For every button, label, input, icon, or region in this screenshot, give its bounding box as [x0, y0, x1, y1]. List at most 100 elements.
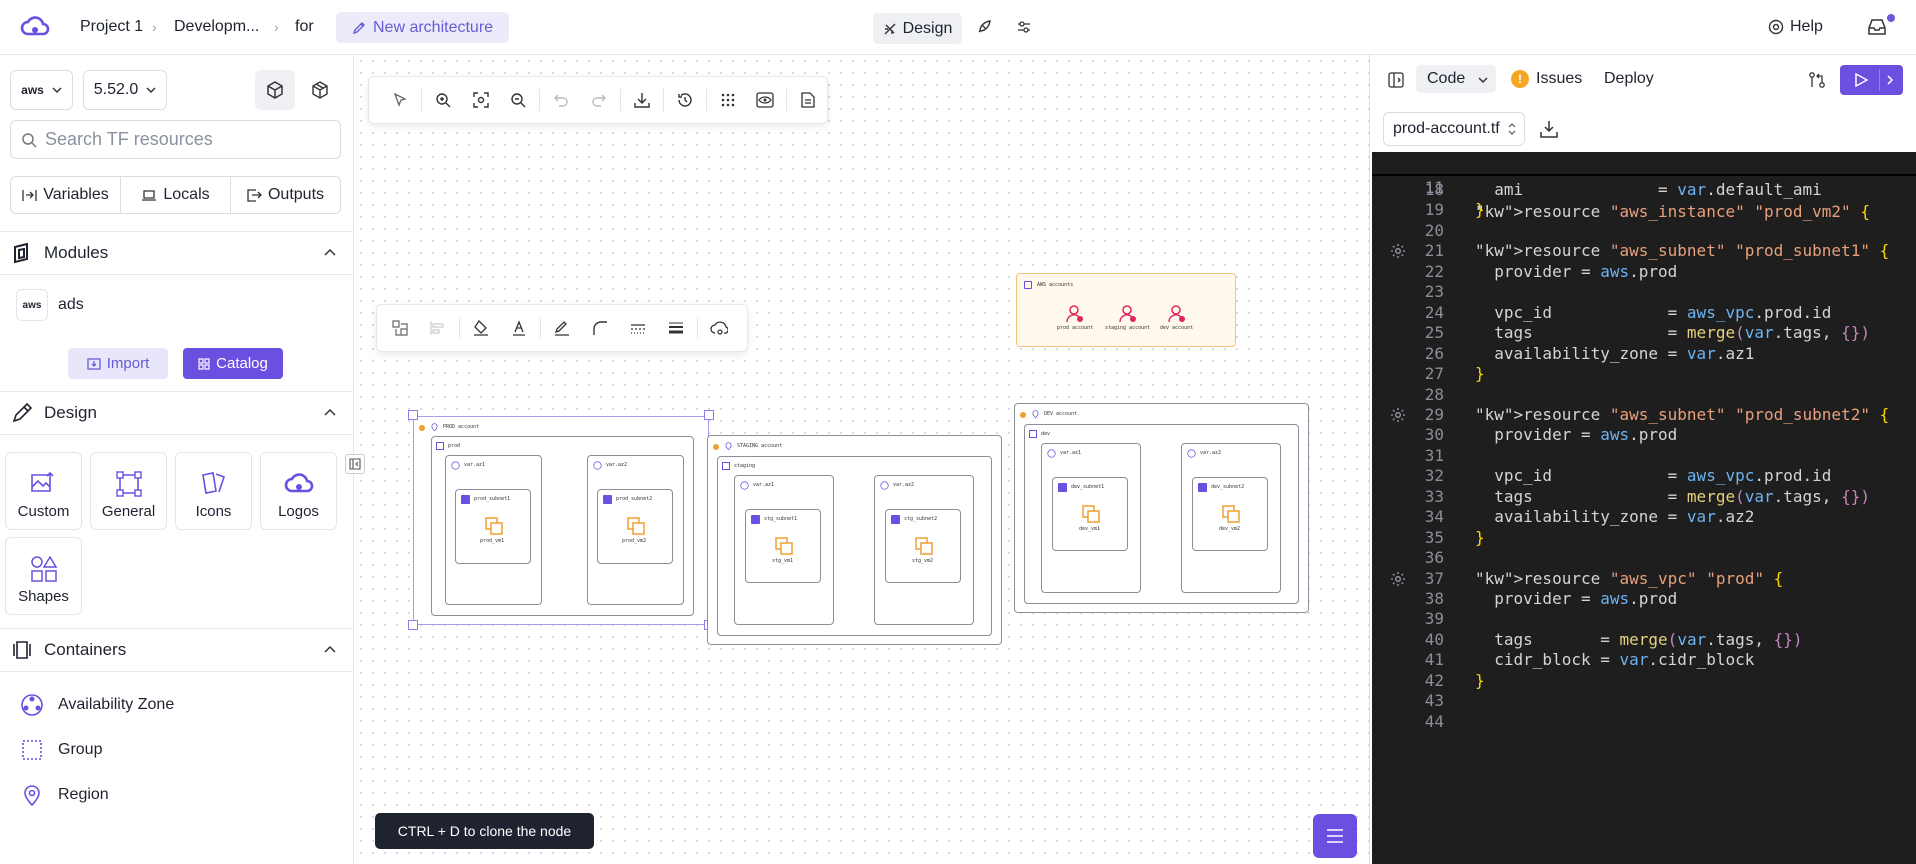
- fit-view-icon[interactable]: [462, 76, 500, 124]
- import-button[interactable]: Import: [68, 348, 168, 379]
- chevron-up-icon[interactable]: [324, 248, 336, 256]
- module-item[interactable]: aws ads: [16, 289, 84, 321]
- code-line[interactable]: 24 vpc_id = aws_vpc.prod.id: [1372, 301, 1916, 325]
- availability-zone-container[interactable]: var.az1 stg_subnet1 stg_vm1: [734, 475, 834, 625]
- breadcrumb-project[interactable]: Project 1: [80, 18, 144, 35]
- design-tile-logos[interactable]: Logos: [260, 452, 337, 530]
- code-line[interactable]: 36: [1372, 546, 1916, 570]
- download-icon[interactable]: [1540, 120, 1558, 138]
- corner-radius-icon[interactable]: [581, 304, 619, 352]
- code-line[interactable]: 44: [1372, 710, 1916, 734]
- modules-section-header[interactable]: Modules: [0, 231, 354, 275]
- resize-handle[interactable]: [408, 620, 418, 630]
- download-icon[interactable]: [623, 76, 661, 124]
- code-line[interactable]: 22 provider = aws.prod: [1372, 260, 1916, 284]
- code-editor[interactable]: 11 "kw">resource "aws_instance" "prod_vm…: [1372, 152, 1916, 864]
- ec2-instance-icon[interactable]: [1221, 504, 1241, 524]
- provider-select[interactable]: aws: [10, 70, 73, 110]
- subnet-container[interactable]: dev_subnet1 dev_vm1: [1052, 477, 1128, 551]
- availability-zone-container[interactable]: var.az1 dev_subnet1 dev_vm1: [1041, 443, 1141, 593]
- code-line[interactable]: 32 vpc_id = aws_vpc.prod.id: [1372, 464, 1916, 488]
- account-node[interactable]: staging account: [1105, 304, 1150, 332]
- git-compare-icon[interactable]: [1808, 71, 1826, 89]
- catalog-button[interactable]: Catalog: [183, 348, 283, 379]
- help-button[interactable]: Help: [1768, 18, 1823, 36]
- version-select[interactable]: 5.52.0: [83, 70, 167, 110]
- aws-accounts-container[interactable]: AWS accounts prod account staging accoun…: [1016, 273, 1236, 347]
- code-line[interactable]: 39: [1372, 607, 1916, 631]
- code-line[interactable]: 27}: [1372, 362, 1916, 386]
- availability-zone-container[interactable]: var.az1 prod_subnet1 prod_vm1: [445, 455, 542, 605]
- code-line[interactable]: 42}: [1372, 669, 1916, 693]
- code-line[interactable]: 23: [1372, 280, 1916, 304]
- ec2-instance-icon[interactable]: [626, 516, 646, 536]
- border-style-icon[interactable]: [619, 304, 657, 352]
- availability-zone-container[interactable]: var.az2 stg_subnet2 stg_vm2: [874, 475, 974, 625]
- group-container[interactable]: dev var.az1 dev_subnet1 dev_vm1 var.az2 …: [1024, 424, 1299, 604]
- gear-icon[interactable]: [1390, 407, 1406, 423]
- tab-locals[interactable]: Locals: [121, 177, 231, 213]
- breadcrumb-folder[interactable]: for: [295, 18, 314, 35]
- tab-variables[interactable]: Variables: [11, 177, 121, 213]
- code-line[interactable]: 34 availability_zone = var.az2: [1372, 505, 1916, 529]
- document-icon[interactable]: [789, 76, 827, 124]
- cube-icon[interactable]: [255, 70, 295, 110]
- issues-tab[interactable]: ! Issues: [1511, 65, 1582, 93]
- cube-outline-icon[interactable]: [300, 70, 340, 110]
- ec2-instance-icon[interactable]: [1081, 504, 1101, 524]
- design-tile-general[interactable]: General: [90, 452, 167, 530]
- subnet-container[interactable]: stg_subnet2 stg_vm2: [885, 509, 961, 583]
- diagram-canvas[interactable]: [355, 55, 1369, 864]
- code-line[interactable]: 35}: [1372, 526, 1916, 550]
- code-tab[interactable]: Code: [1416, 65, 1496, 93]
- container-item-region[interactable]: Region: [20, 783, 109, 807]
- panel-toggle-icon[interactable]: [1388, 72, 1404, 88]
- inbox-icon[interactable]: [1866, 16, 1888, 38]
- group-container[interactable]: prod var.az1 prod_subnet1 prod_vm1 var.a…: [431, 436, 694, 616]
- gear-icon[interactable]: [1390, 571, 1406, 587]
- code-line[interactable]: 20: [1372, 219, 1916, 243]
- availability-zone-container[interactable]: var.az2 prod_subnet2 prod_vm2: [587, 455, 684, 605]
- code-line[interactable]: 25 tags = merge(var.tags, {}): [1372, 321, 1916, 345]
- code-line[interactable]: 38 provider = aws.prod: [1372, 587, 1916, 611]
- code-line[interactable]: 31: [1372, 444, 1916, 468]
- gear-icon[interactable]: [1390, 243, 1406, 259]
- architecture-name-button[interactable]: New architecture: [336, 12, 509, 43]
- code-line[interactable]: 18 ami = var.default_ami: [1372, 178, 1916, 202]
- redo-icon[interactable]: [580, 76, 618, 124]
- preview-eye-icon[interactable]: [746, 76, 784, 124]
- zoom-in-icon[interactable]: [424, 76, 462, 124]
- collapse-sidebar-icon[interactable]: [345, 454, 365, 474]
- design-tile-custom[interactable]: Custom: [5, 452, 82, 530]
- design-tile-icons[interactable]: Icons: [175, 452, 252, 530]
- resize-handle[interactable]: [704, 410, 714, 420]
- design-tab[interactable]: Design: [873, 13, 962, 44]
- subnet-container[interactable]: stg_subnet1 stg_vm1: [745, 509, 821, 583]
- rocket-icon[interactable]: [976, 19, 992, 35]
- chevron-down-icon[interactable]: [1478, 76, 1488, 84]
- code-line[interactable]: 28: [1372, 383, 1916, 407]
- ec2-instance-icon[interactable]: [484, 516, 504, 536]
- code-line[interactable]: 26 availability_zone = var.az1: [1372, 342, 1916, 366]
- select-pointer-icon[interactable]: [381, 76, 419, 124]
- container-item-group[interactable]: Group: [20, 738, 102, 762]
- prod-account-container[interactable]: PROD account prod var.az1 prod_subnet1 p…: [413, 416, 709, 625]
- chevron-up-icon[interactable]: [324, 408, 336, 416]
- code-line[interactable]: 43: [1372, 689, 1916, 713]
- cloud-logo-icon[interactable]: [20, 14, 50, 40]
- code-line[interactable]: 40 tags = merge(var.tags, {}): [1372, 628, 1916, 652]
- code-line[interactable]: 41 cidr_block = var.cidr_block: [1372, 648, 1916, 672]
- subnet-container[interactable]: prod_subnet1 prod_vm1: [455, 489, 531, 564]
- run-button[interactable]: [1840, 65, 1903, 95]
- code-line[interactable]: 21"kw">resource "aws_subnet" "prod_subne…: [1372, 239, 1916, 263]
- border-width-icon[interactable]: [657, 304, 695, 352]
- subnet-container[interactable]: prod_subnet2 prod_vm2: [597, 489, 673, 564]
- code-line[interactable]: 30 provider = aws.prod: [1372, 423, 1916, 447]
- search-input[interactable]: Search TF resources: [10, 120, 341, 159]
- zoom-out-icon[interactable]: [499, 76, 537, 124]
- border-color-icon[interactable]: [543, 304, 581, 352]
- align-icon[interactable]: [419, 304, 457, 352]
- design-section-header[interactable]: Design: [0, 391, 354, 435]
- menu-button[interactable]: [1313, 814, 1357, 858]
- group-nodes-icon[interactable]: [381, 304, 419, 352]
